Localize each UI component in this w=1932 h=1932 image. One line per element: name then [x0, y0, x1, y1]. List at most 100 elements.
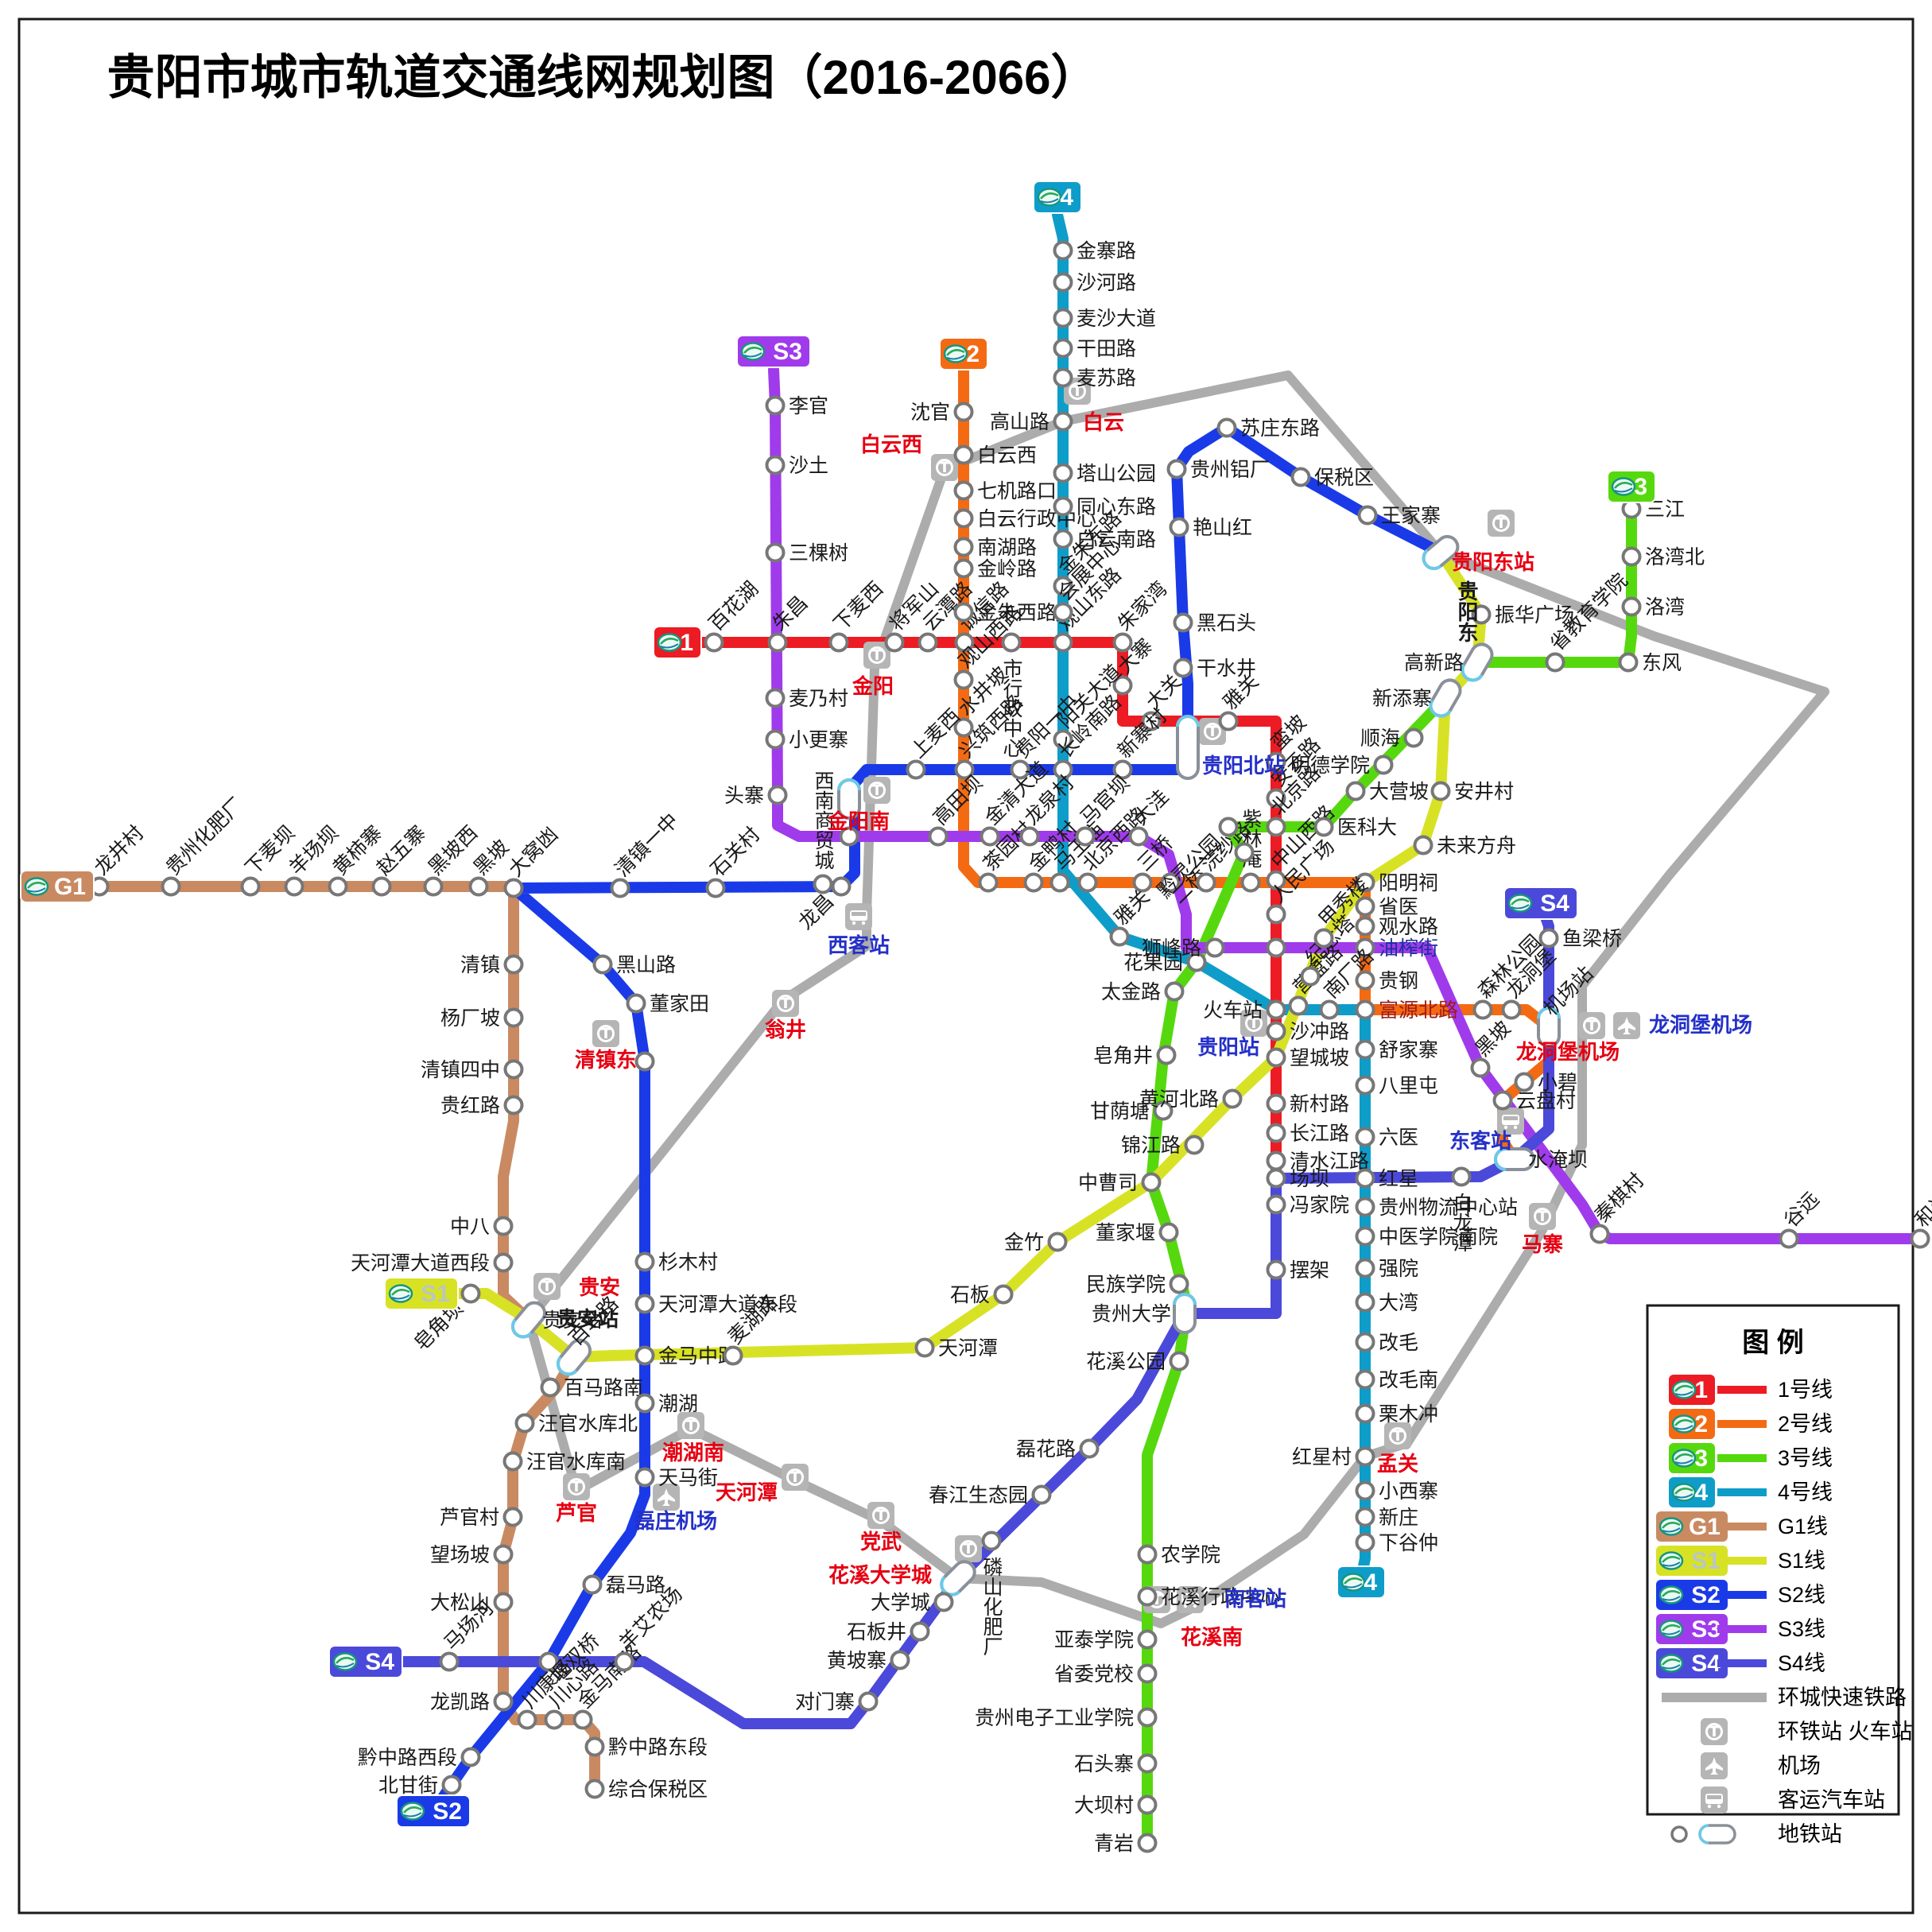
- station-label: 富源北路: [1379, 999, 1458, 1022]
- station-label: 中八: [450, 1216, 490, 1238]
- svg-text:客运汽车站: 客运汽车站: [1778, 1788, 1885, 1812]
- station-云盘村: 云盘村: [1492, 1090, 1576, 1112]
- station-贵州电子工业学院: 贵州电子工业学院: [975, 1707, 1158, 1729]
- station-摆架: 摆架: [1266, 1259, 1329, 1282]
- station-阳明祠: 阳明祠: [1355, 872, 1438, 894]
- hub-label: 磊庄机场: [634, 1509, 717, 1533]
- station-火车站: 火车站: [1203, 999, 1286, 1022]
- station-石头寨: 石头寨: [1074, 1753, 1158, 1775]
- rail-icon: [533, 1273, 561, 1300]
- legend-item: 环城快速铁路: [1662, 1686, 1907, 1709]
- station-label: 新村路: [1290, 1093, 1349, 1115]
- station-label: 八里屯: [1379, 1075, 1438, 1097]
- station-振华广场: 振华广场: [1471, 604, 1574, 627]
- station-民族学院: 民族学院: [1086, 1274, 1189, 1296]
- hub-label: 孟关: [1377, 1452, 1418, 1476]
- station-未来方舟: 未来方舟: [1413, 835, 1516, 857]
- station-场坝: 场坝: [1266, 1168, 1329, 1190]
- bus-icon: [1177, 1586, 1204, 1613]
- station-天河潭: 天河潭: [914, 1337, 998, 1360]
- station-label: 艳山红: [1193, 517, 1252, 539]
- svg-text:S4线: S4线: [1778, 1651, 1825, 1675]
- station-label: 汪官水库南: [526, 1451, 626, 1473]
- line-badge-S3: S3: [736, 335, 811, 368]
- svg-text:S4: S4: [1691, 1651, 1721, 1677]
- rail-icon: [592, 1020, 619, 1047]
- station-label: 潮湖: [658, 1393, 698, 1415]
- station-icons-layer: [533, 378, 1640, 1613]
- station-望城坡: 望城坡: [1266, 1047, 1349, 1069]
- station-七机路口: 七机路口: [953, 480, 1057, 502]
- station: [839, 826, 859, 847]
- station-市行政中心: 市行政中心: [1000, 632, 1023, 758]
- station-label: 改毛: [1379, 1332, 1418, 1354]
- station-潮湖: 潮湖: [634, 1393, 698, 1415]
- station-label: 观水路: [1379, 916, 1438, 938]
- station-综合保税区: 综合保税区: [584, 1779, 708, 1801]
- station-label: 花溪行政中心: [1161, 1586, 1280, 1608]
- station-白云行政中心: 白云行政中心: [953, 508, 1096, 530]
- station-贵州铝厂: 贵州铝厂: [1166, 459, 1270, 481]
- station-清镇: 清镇: [460, 954, 524, 976]
- station-头寨: 头寨: [724, 785, 788, 807]
- station-label: 西南商贸城: [812, 770, 834, 870]
- station-label: 杨厂坡: [440, 1007, 500, 1030]
- station-label: 医科大: [1337, 817, 1397, 839]
- station-锦江路: 锦江路: [1121, 1135, 1205, 1157]
- station-label: 金朱西路: [977, 602, 1057, 624]
- station-label: 市行政中心: [1000, 658, 1023, 758]
- station-杨厂坡: 杨厂坡: [440, 1007, 524, 1030]
- station-董家堰: 董家堰: [1096, 1222, 1179, 1244]
- station-北甘街: 北甘街: [378, 1775, 462, 1797]
- station-label: 东风: [1642, 652, 1682, 674]
- station-label: 小更寨: [789, 729, 848, 751]
- svg-text:S4: S4: [1540, 890, 1569, 917]
- station-麦乃村: 麦乃村: [765, 688, 848, 710]
- svg-text:2: 2: [966, 341, 980, 367]
- station-安井村: 安井村: [1430, 781, 1514, 803]
- station-label: 舒家寨: [1379, 1039, 1438, 1061]
- station-高山路: 高山路: [990, 411, 1073, 433]
- svg-text:1: 1: [680, 630, 693, 656]
- station-label: 麦乃村: [789, 688, 848, 710]
- station-白云西: 白云西: [953, 444, 1037, 467]
- station-label: 花溪公园: [1086, 1351, 1166, 1373]
- rail-icon: [1488, 510, 1515, 537]
- station-label: 强院: [1379, 1258, 1418, 1280]
- station-label: 百马路南: [564, 1377, 643, 1399]
- station-艳山红: 艳山红: [1169, 517, 1252, 539]
- line-badge-1: 1: [653, 626, 702, 659]
- station-label: 中医学院南院: [1379, 1226, 1498, 1248]
- line-badge-S4: S4: [328, 1645, 403, 1678]
- svg-text:3号线: 3号线: [1778, 1446, 1833, 1470]
- station-磷山化肥厂: 磷山化肥厂: [980, 1530, 1003, 1656]
- station-label: 天河潭大道西段: [351, 1252, 490, 1274]
- station-油榨街: 油榨街: [1355, 937, 1438, 960]
- station-黑山路: 黑山路: [592, 954, 676, 976]
- plane-icon: [1613, 1012, 1640, 1039]
- hub-label: 党武: [860, 1530, 902, 1554]
- extra-labels-layer: 白云白云西金阳金阳南贵阳北站贵阳东站贵阳东西客站贵阳站翁井清镇东贵安贵安站潮湖南…: [556, 410, 1752, 1649]
- station-天河潭大道东段: 天河潭大道东段: [634, 1294, 797, 1316]
- ring-railway-layer: [524, 370, 1829, 1628]
- station-label: 贵钢: [1379, 970, 1418, 992]
- station-磊马路: 磊马路: [582, 1574, 665, 1596]
- svg-text:S3: S3: [773, 339, 802, 365]
- legend-item: 地铁站: [1670, 1822, 1842, 1846]
- line-badge-S2: S2: [396, 1794, 471, 1828]
- station-label: 黔中路西段: [358, 1747, 457, 1769]
- station-label: 芦官村: [440, 1507, 499, 1529]
- legend-item: 环铁站 火车站: [1701, 1718, 1913, 1745]
- station-花果园: 花果园: [1123, 952, 1207, 974]
- station-新村路: 新村路: [1266, 1093, 1349, 1115]
- station-label: 太金路: [1101, 981, 1161, 1003]
- svg-text:S4: S4: [365, 1649, 394, 1675]
- svg-text:S3: S3: [1691, 1616, 1721, 1643]
- svg-text:2号线: 2号线: [1778, 1412, 1833, 1436]
- station-中医学院南院: 中医学院南院: [1355, 1226, 1498, 1248]
- station-水淹坝: 水淹坝: [1494, 1147, 1588, 1171]
